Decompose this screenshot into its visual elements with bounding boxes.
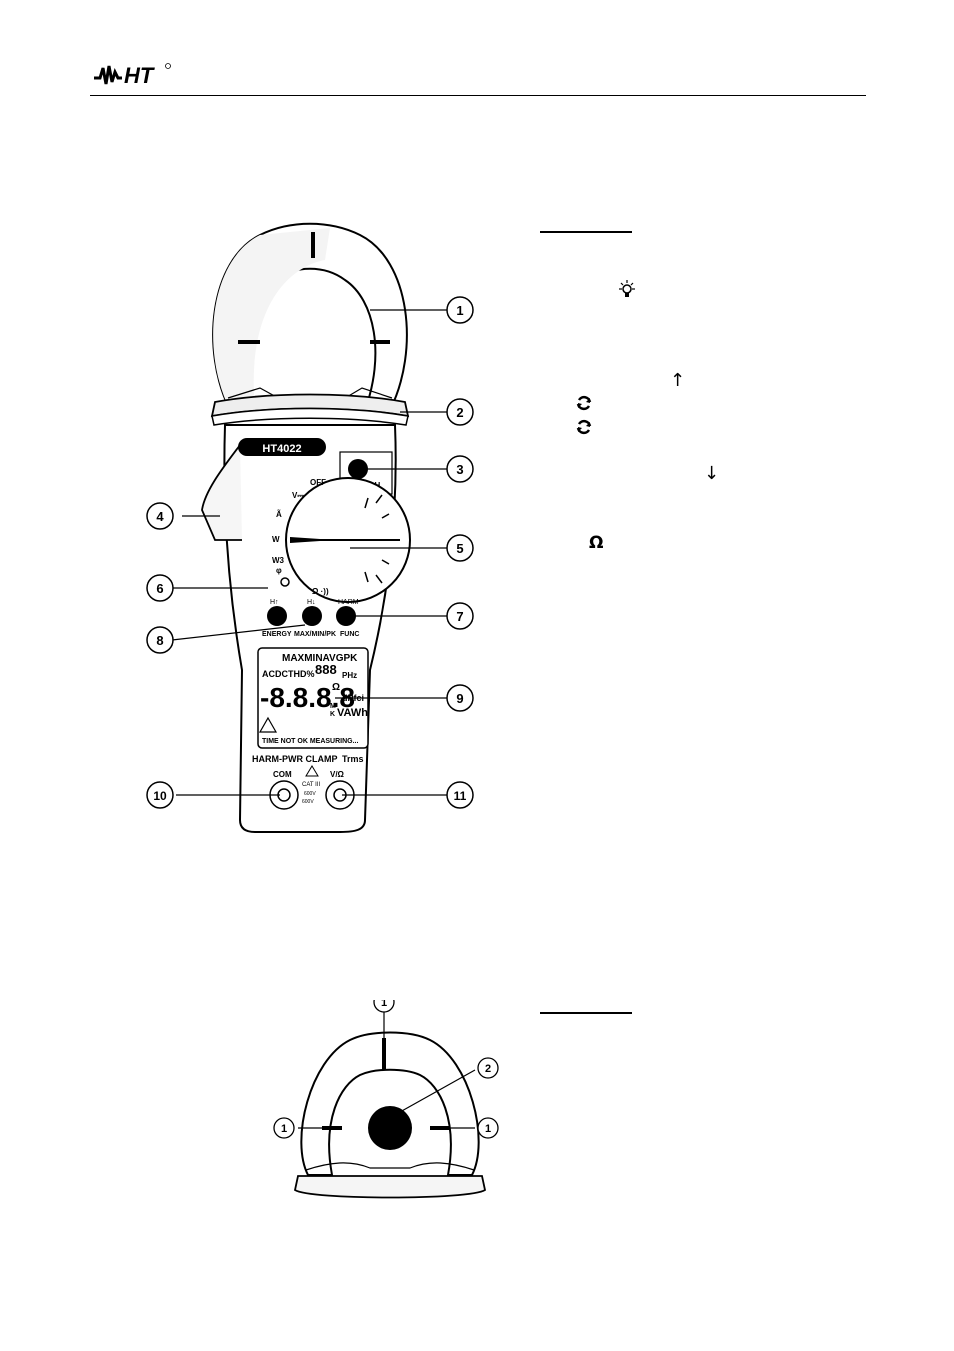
- cycle-icon: [576, 395, 592, 411]
- svg-text:ACDCTHD%: ACDCTHD%: [262, 669, 315, 679]
- svg-text:HARM: HARM: [338, 599, 359, 606]
- svg-text:CAT III: CAT III: [302, 782, 320, 788]
- header-rule: [90, 95, 866, 96]
- svg-text:Ω ·)): Ω ·)): [312, 587, 329, 596]
- svg-text:OFF: OFF: [310, 478, 326, 487]
- svg-text:W3: W3: [272, 556, 285, 565]
- harm-func-button: [336, 606, 356, 626]
- callout-1: 1: [456, 303, 463, 318]
- backlight-button: [348, 459, 368, 479]
- model-label: HT4022: [262, 443, 301, 455]
- svg-text:H↑: H↑: [270, 599, 279, 606]
- jaw-callout-1-right: 1: [485, 1123, 491, 1135]
- svg-text:Ω: Ω: [332, 682, 340, 693]
- callout-7: 7: [456, 609, 463, 624]
- jaw-callout-2: 2: [485, 1063, 491, 1075]
- clamp-meter-illustration: HT4022 D-H OFF V⎓ Ã W W3 φ Ω ·)) H↑ ENER…: [146, 222, 474, 833]
- svg-text:600V: 600V: [304, 791, 316, 797]
- svg-text:PHz: PHz: [342, 671, 357, 680]
- max-min-pk-button: [302, 606, 322, 626]
- callout-11: 11: [454, 789, 467, 803]
- svg-text:MAX/MIN/PK: MAX/MIN/PK: [294, 631, 336, 638]
- ht-logo: HT: [92, 62, 172, 88]
- cycle-icon-2: [576, 419, 592, 435]
- svg-text:K: K: [330, 711, 335, 718]
- ohm-symbol: Ω: [589, 533, 604, 553]
- backlight-icon: [619, 280, 635, 297]
- svg-text:V⎓: V⎓: [292, 491, 304, 500]
- svg-text:φ: φ: [276, 566, 282, 575]
- svg-text:HARM-PWR CLAMP: HARM-PWR CLAMP: [252, 754, 338, 764]
- callout-8: 8: [156, 633, 163, 648]
- arrow-up-icon: ↑: [670, 370, 686, 391]
- logo-wave-icon: [94, 65, 122, 85]
- callout-10: 10: [153, 789, 167, 803]
- svg-text:VAWh: VAWh: [337, 707, 368, 719]
- svg-text:600V: 600V: [302, 799, 314, 805]
- jaw-callout-1-top: 1: [381, 1000, 387, 1009]
- harmonic-up-button: [267, 606, 287, 626]
- logo-text: HT: [124, 63, 155, 88]
- svg-text:V/Ω: V/Ω: [330, 770, 345, 779]
- callout-9: 9: [456, 691, 463, 706]
- svg-text:MAXMINAVGPK: MAXMINAVGPK: [282, 653, 358, 664]
- legend-rule-1: [540, 231, 632, 233]
- callout-4: 4: [156, 509, 164, 524]
- legend-rule-2: [540, 1012, 632, 1014]
- svg-text:H↓: H↓: [307, 599, 316, 606]
- svg-text:888: 888: [315, 662, 337, 677]
- callout-3: 3: [456, 462, 463, 477]
- svg-text:W: W: [272, 535, 280, 544]
- jaw-detail-illustration: 1 2 1 1: [273, 1000, 499, 1199]
- callout-6: 6: [156, 581, 163, 596]
- arrow-down-icon: ↓: [704, 463, 720, 484]
- conductor-center-mark: [368, 1106, 412, 1150]
- callout-2: 2: [456, 405, 463, 420]
- jaw-callout-1-left: 1: [281, 1123, 287, 1135]
- callout-5: 5: [456, 541, 463, 556]
- svg-text:Ã: Ã: [276, 510, 282, 519]
- svg-text:Trms: Trms: [342, 754, 364, 764]
- svg-text:FUNC: FUNC: [340, 631, 359, 638]
- svg-text:M: M: [330, 703, 336, 710]
- svg-text:ENERGY: ENERGY: [262, 631, 292, 638]
- svg-text:TIME NOT OK MEASURING...: TIME NOT OK MEASURING...: [262, 738, 359, 745]
- svg-text:COM: COM: [273, 770, 292, 779]
